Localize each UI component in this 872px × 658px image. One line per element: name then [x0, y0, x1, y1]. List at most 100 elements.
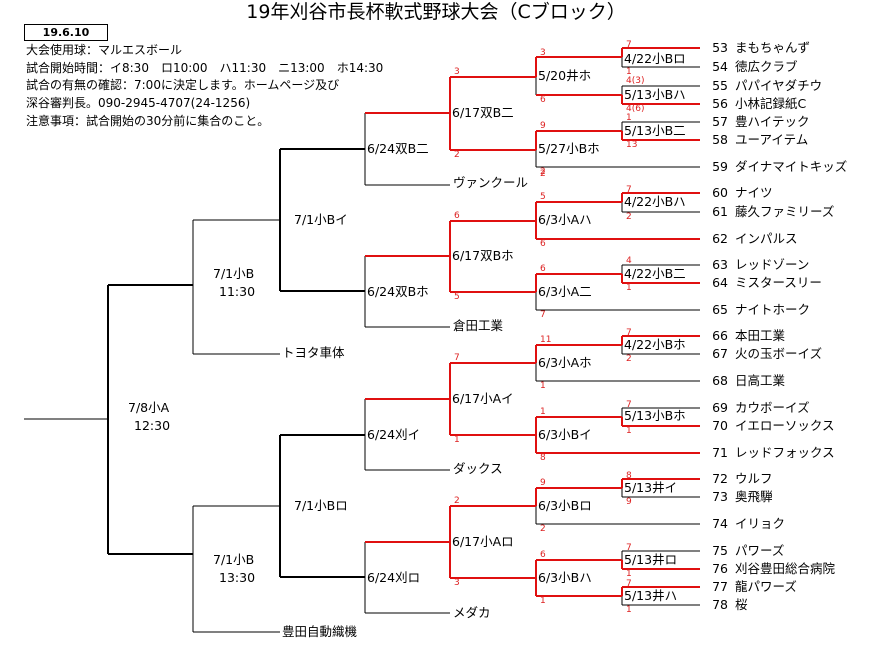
score: 7 — [626, 579, 632, 589]
match-r1-4: 4/22小Bハ — [624, 194, 686, 209]
score: 6 — [540, 239, 546, 249]
team-num: 70 — [712, 418, 728, 433]
match-r3-4: 6/17小Aロ — [452, 534, 514, 549]
team-num: 63 — [712, 257, 728, 272]
team-num: 53 — [712, 40, 728, 55]
score: 2 — [540, 524, 546, 534]
team-num: 64 — [712, 275, 728, 290]
score: 7 — [626, 543, 632, 553]
team-num: 74 — [712, 516, 728, 531]
score: 7 — [626, 328, 632, 338]
match-r2-8: 6/3小Bハ — [538, 570, 592, 585]
score: 13 — [626, 140, 638, 150]
team-num: 69 — [712, 400, 728, 415]
score: 1 — [540, 407, 546, 417]
team-num: 58 — [712, 132, 728, 147]
team-name: 豊ハイテック — [735, 114, 810, 129]
team-num: 54 — [712, 59, 728, 74]
team-name: 刈谷豊田総合病院 — [735, 561, 836, 576]
team-name: イエローソックス — [735, 418, 835, 433]
team-name: ナイトホーク — [735, 302, 811, 317]
seeded-team-4: ダックス — [453, 461, 503, 476]
team-num: 75 — [712, 543, 728, 558]
team-num: 76 — [712, 561, 728, 576]
score: 7 — [454, 353, 460, 363]
date-box: 19.6.10 — [24, 24, 108, 41]
score: 1 — [626, 605, 632, 615]
team-name: ミスタースリー — [735, 275, 822, 290]
match-r1-3: 5/13小B二 — [624, 123, 686, 138]
team-name: 火の玉ボーイズ — [735, 346, 823, 361]
score: 6 — [540, 264, 546, 274]
team-name: ユーアイテム — [735, 132, 809, 147]
score: 7 — [626, 400, 632, 410]
score: 1 — [540, 381, 546, 391]
team-num: 56 — [712, 96, 728, 111]
team-name: ナイツ — [735, 185, 773, 200]
match-r2-5: 6/3小Aホ — [538, 355, 592, 370]
seeded-team-5: 豊田自動織機 — [282, 624, 358, 639]
match-r1-1: 4/22小Bロ — [624, 51, 686, 66]
semi-1-time: 11:30 — [219, 284, 256, 299]
match-r1-7: 5/13小Bホ — [624, 408, 686, 423]
score: 6 — [540, 550, 546, 560]
score: 1 — [540, 596, 546, 606]
team-name: 本田工業 — [735, 328, 786, 343]
score: 7 — [626, 185, 632, 195]
score: 7 — [626, 40, 632, 50]
match-r2-6: 6/3小Bイ — [538, 427, 592, 442]
match-r4-4: 6/24刈ロ — [367, 570, 421, 585]
score: 2 — [540, 169, 546, 179]
info-confirm: 試合の有無の確認：7:00に決定します。ホームページ及び — [26, 78, 340, 92]
team-num: 71 — [712, 445, 728, 460]
score: 3 — [454, 578, 460, 588]
score: 6 — [454, 211, 460, 221]
match-r4-3: 6/24刈イ — [367, 427, 421, 442]
score: 3 — [540, 48, 546, 58]
team-name: まもちゃんず — [735, 40, 811, 55]
score: 2 — [454, 496, 460, 506]
semi-2-time: 13:30 — [219, 570, 256, 585]
match-r4-1: 6/24双B二 — [367, 141, 429, 156]
score: 6 — [540, 95, 546, 105]
team-num: 55 — [712, 78, 728, 93]
score: 1 — [454, 435, 460, 445]
score: 5 — [454, 292, 460, 302]
team-name: 小林記録紙C — [735, 96, 807, 111]
score: 4 — [626, 256, 632, 266]
score: 1 — [626, 67, 632, 77]
match-r1-6: 4/22小Bホ — [624, 337, 686, 352]
team-num: 61 — [712, 204, 728, 219]
match-r2-4: 6/3小A二 — [538, 284, 592, 299]
semi-1-label: 7/1小B — [213, 266, 255, 281]
score: 2 — [626, 354, 632, 364]
score: 1 — [626, 426, 632, 436]
score: 3 — [454, 67, 460, 77]
team-name: ウルフ — [735, 471, 773, 486]
team-name: 桜 — [735, 597, 748, 612]
score: 2 — [540, 167, 546, 177]
semi-2-label: 7/1小B — [213, 552, 255, 567]
team-num: 60 — [712, 185, 728, 200]
team-num: 57 — [712, 114, 728, 129]
info-ball: 大会使用球：マルエスボール — [26, 43, 183, 57]
final-label: 7/8小A — [128, 400, 170, 415]
match-r5-1: 7/1小Bイ — [294, 212, 348, 227]
team-name: 藤久ファミリーズ — [735, 204, 835, 219]
match-r1-5: 4/22小B二 — [624, 266, 686, 281]
team-name: 日高工業 — [735, 373, 786, 388]
team-name: 奥飛騨 — [735, 489, 773, 504]
score: 1 — [626, 283, 632, 293]
seeded-team-1: ヴァンクール — [453, 175, 529, 190]
seeded-team-2: 倉田工業 — [453, 318, 504, 333]
score: 9 — [540, 478, 546, 488]
team-num: 72 — [712, 471, 728, 486]
score: 11 — [540, 335, 552, 345]
match-r1-10: 5/13井ハ — [624, 588, 678, 603]
score: 8 — [540, 453, 546, 463]
match-r2-3: 6/3小Aハ — [538, 212, 592, 227]
match-r3-1: 6/17双B二 — [452, 105, 514, 120]
score: 8 — [626, 471, 632, 481]
match-r3-3: 6/17小Aイ — [452, 391, 514, 406]
